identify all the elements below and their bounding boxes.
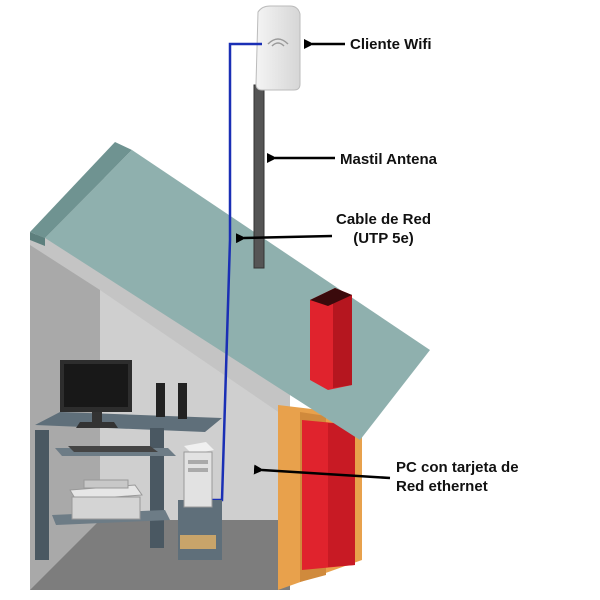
keyboard	[68, 446, 158, 452]
books	[180, 535, 216, 549]
speaker-right	[178, 383, 187, 419]
house-floor	[30, 520, 290, 590]
monitor	[60, 360, 132, 428]
antenna-mast	[253, 84, 265, 269]
chimney-lower-shade	[328, 423, 355, 567]
label-pc-line1: PC con tarjeta de	[396, 459, 519, 476]
arrow-pc	[253, 464, 391, 480]
roof-underside	[30, 232, 45, 246]
label-cable-line1: Cable de Red	[336, 211, 432, 228]
label-mast: Mastil Antena	[340, 151, 437, 168]
label-cable-line2: (UTP 5e)	[353, 230, 414, 247]
wifi-client-device	[255, 5, 301, 91]
pc-tower	[183, 442, 214, 508]
label-wifi-client: Cliente Wifi	[350, 36, 432, 53]
printer	[69, 479, 143, 520]
arrow-cable	[235, 233, 333, 244]
label-pc: PC con tarjeta de Red ethernet	[396, 458, 519, 496]
label-pc-line2: Red ethernet	[396, 478, 488, 495]
roof-edge	[30, 142, 132, 238]
label-network-cable: Cable de Red (UTP 5e)	[336, 210, 431, 248]
chimney-opening	[310, 288, 352, 306]
speaker-left	[156, 383, 165, 417]
chimney-top-face	[333, 292, 352, 388]
